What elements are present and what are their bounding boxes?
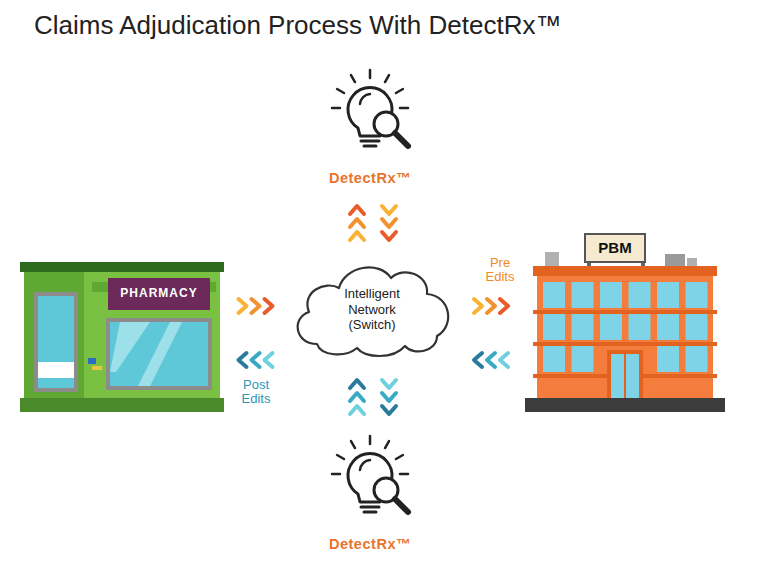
building-node: PBM — [525, 230, 725, 412]
bulb-icon — [300, 432, 440, 532]
chevron-connector — [474, 299, 508, 313]
network-cloud-node: Intelligent Network (Switch) — [287, 256, 457, 362]
detector-node: DetectRx™ — [300, 432, 440, 556]
chevron-connector — [239, 299, 273, 313]
edge-label: Post Edits — [230, 378, 282, 407]
sign-text: PBM — [585, 239, 645, 256]
chevron-connector — [382, 380, 396, 414]
diagram-title: Claims Adjudication Process With DetectR… — [34, 10, 561, 41]
chevron-connector — [382, 206, 396, 240]
building-node: PHARMACY — [20, 262, 224, 412]
pbm-building — [525, 230, 725, 412]
chevron-connector — [350, 206, 364, 240]
bulb-icon — [300, 66, 440, 166]
detector-node: DetectRx™ — [300, 66, 440, 190]
chevron-connector — [474, 353, 508, 367]
detector-label: DetectRx™ — [300, 536, 440, 552]
node-label: Intelligent Network (Switch) — [330, 286, 414, 333]
pharmacy-building — [20, 262, 224, 412]
detector-label: DetectRx™ — [300, 170, 440, 186]
sign-text: PHARMACY — [108, 286, 210, 300]
chevron-connector — [239, 353, 273, 367]
chevron-connector — [350, 380, 364, 414]
edge-label: Pre Edits — [474, 256, 526, 285]
